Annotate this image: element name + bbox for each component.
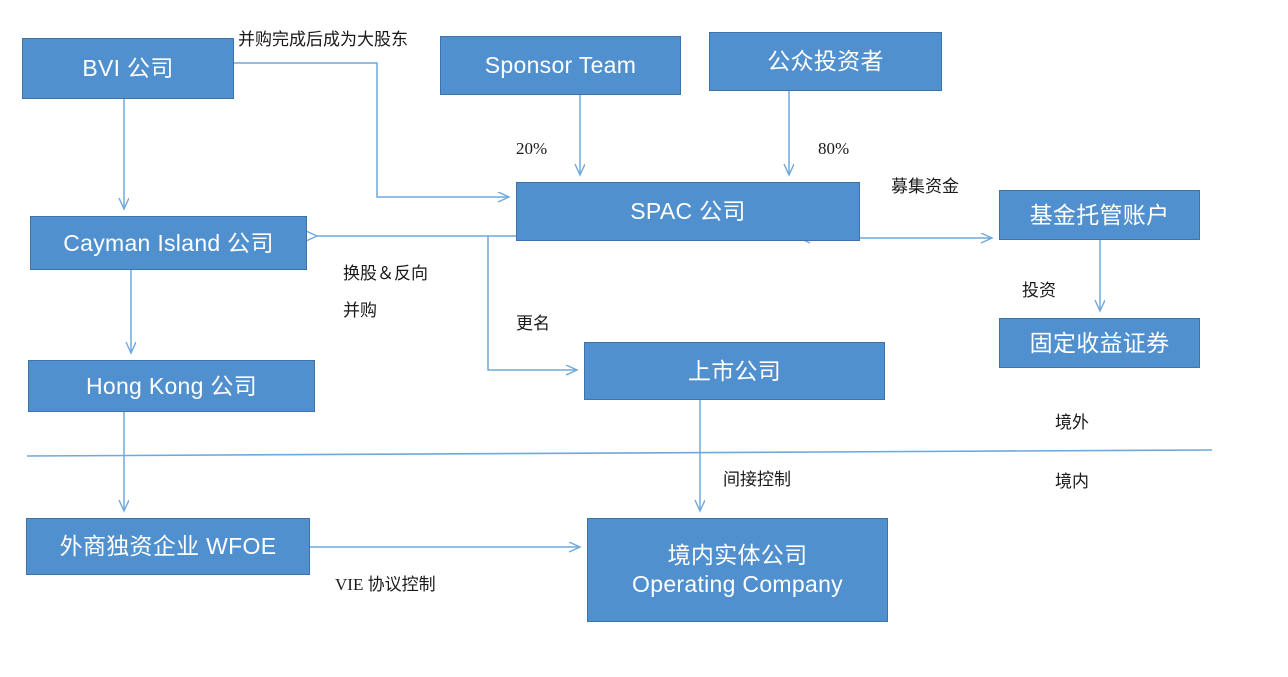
- edge-label-rename: 更名: [516, 314, 550, 333]
- edge-label-share-swap-line2: 并购: [343, 301, 377, 320]
- offshore-onshore-divider: [26, 449, 1213, 457]
- zone-label-onshore: 境内: [1055, 472, 1089, 491]
- node-spac[interactable]: SPAC 公司: [516, 182, 860, 241]
- node-spac-label: SPAC 公司: [630, 198, 746, 225]
- edge-spac-to-listed: [487, 236, 576, 370]
- node-trust-account[interactable]: 基金托管账户: [999, 190, 1200, 240]
- node-hong-kong-label: Hong Kong 公司: [85, 372, 258, 399]
- node-bvi[interactable]: BVI 公司: [22, 38, 234, 99]
- node-wfoe-label: 外商独资企业 WFOE: [59, 533, 277, 560]
- node-fixed-income-securities[interactable]: 固定收益证券: [999, 318, 1200, 368]
- node-hong-kong[interactable]: Hong Kong 公司: [28, 360, 315, 412]
- edge-label-indirect-control: 间接控制: [723, 470, 791, 489]
- edge-label-invest: 投资: [1022, 281, 1056, 300]
- node-operating-company-label-en: Operating Company: [632, 571, 843, 597]
- node-sponsor-team-label: Sponsor Team: [484, 52, 637, 79]
- zone-label-offshore: 境外: [1055, 413, 1089, 432]
- node-sponsor-team[interactable]: Sponsor Team: [440, 36, 681, 95]
- edge-label-raise-funds: 募集资金: [891, 177, 959, 196]
- node-listed-company[interactable]: 上市公司: [584, 342, 885, 400]
- node-trust-account-label: 基金托管账户: [1029, 201, 1170, 228]
- node-cayman-island-label: Cayman Island 公司: [63, 229, 274, 256]
- node-public-investors-label: 公众投资者: [767, 48, 884, 75]
- node-operating-company[interactable]: 境内实体公司 Operating Company: [587, 518, 888, 622]
- edge-label-80-percent: 80%: [818, 139, 850, 158]
- node-bvi-label: BVI 公司: [82, 55, 174, 82]
- edge-label-majority-shareholder: 并购完成后成为大股东: [238, 30, 408, 49]
- node-listed-company-label: 上市公司: [687, 357, 782, 384]
- edge-label-20-percent: 20%: [516, 139, 548, 158]
- edge-label-share-swap-line1: 换股＆反向: [343, 264, 428, 283]
- edge-label-vie-agreement-control: VIE 协议控制: [335, 575, 436, 594]
- node-cayman-island[interactable]: Cayman Island 公司: [30, 216, 307, 270]
- node-fixed-income-securities-label: 固定收益证券: [1029, 329, 1170, 356]
- node-public-investors[interactable]: 公众投资者: [709, 32, 942, 91]
- node-wfoe[interactable]: 外商独资企业 WFOE: [26, 518, 310, 575]
- node-operating-company-label-cn: 境内实体公司: [667, 542, 808, 569]
